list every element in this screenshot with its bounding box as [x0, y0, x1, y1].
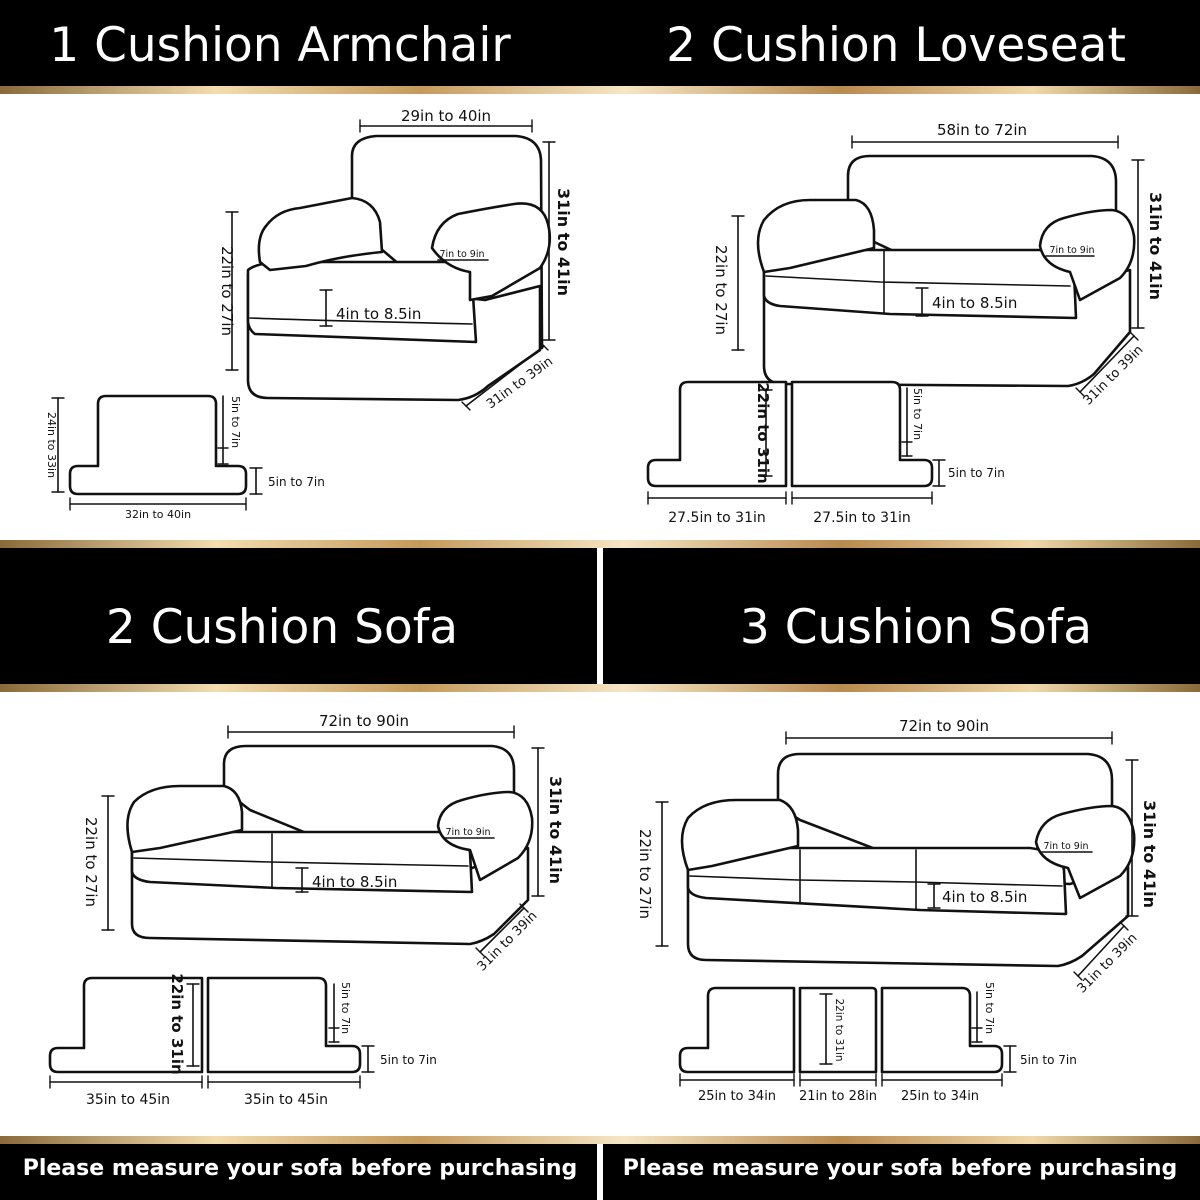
loveseat-segment-2-label: 27.5in to 31in [813, 510, 910, 526]
sofa2-width-label: 72in to 90in [319, 712, 409, 730]
gold-strip-middle-bottom [0, 684, 1200, 692]
sofa2-arm-height-label: 22in to 27in [82, 817, 100, 907]
armchair-pattern-shape [68, 394, 248, 496]
top-banner [0, 0, 1200, 86]
loveseat-cover-pattern [646, 380, 946, 505]
sofa3-dimensions [655, 731, 1139, 981]
sofa3-left-arm [680, 798, 800, 872]
sofa2-drawing [126, 744, 534, 946]
loveseat-flap-side-label: 5in to 7in [911, 388, 924, 440]
armchair-height-label: 31in to 41in [554, 188, 573, 296]
sofa2-segment-2-label: 35in to 45in [244, 1092, 328, 1108]
sofa2-cushion-label: 4in to 8.5in [312, 873, 397, 891]
armchair-arm-height-label: 22in to 27in [218, 246, 236, 336]
sofa3-segment-3-label: 25in to 34in [901, 1089, 979, 1104]
armchair-seat-depth-label: 24in to 33in [45, 412, 58, 478]
sofa2-segment-1-label: 35in to 45in [86, 1092, 170, 1108]
loveseat-flap-front-label: 5in to 7in [948, 466, 1005, 480]
sofa2-cover-pattern [48, 976, 375, 1089]
sofa3-flap-front-label: 5in to 7in [1020, 1053, 1077, 1067]
sofa3-seat-depth-label: 22in to 31in [833, 998, 845, 1061]
sofa3-flap-side-label: 5in to 7in [983, 982, 996, 1034]
gold-strip-middle-top [0, 540, 1200, 548]
armchair-cover-pattern [51, 394, 263, 511]
sofa3-segment-2-label: 21in to 28in [799, 1089, 877, 1104]
armchair-flap-side-label: 5in to 7in [229, 396, 242, 448]
loveseat-width-label: 58in to 72in [937, 121, 1027, 139]
panel-title-2-cushion-sofa: 2 Cushion Sofa [105, 600, 459, 655]
armchair-arm-label: 7in to 9in [440, 249, 485, 260]
gold-strip-bottom [0, 1136, 1200, 1144]
loveseat-right-arm [1038, 208, 1136, 302]
sofa2-height-label: 31in to 41in [546, 776, 565, 884]
sofa3-width-label: 72in to 90in [899, 717, 989, 735]
armchair-seat-width-label: 32in to 40in [125, 508, 191, 521]
armchair-cushion [246, 260, 478, 344]
sofa2-dimensions [101, 725, 545, 957]
sofa3-segment-1-label: 25in to 34in [698, 1089, 776, 1104]
panel-title-loveseat: 2 Cushion Loveseat [666, 18, 1126, 73]
sofa3-arm-label: 7in to 9in [1044, 841, 1089, 852]
loveseat-height-label: 31in to 41in [1146, 192, 1165, 300]
sofa2-left-arm [126, 784, 244, 854]
armchair-width-label: 29in to 40in [401, 107, 491, 125]
sofa2-arm-label: 7in to 9in [446, 827, 491, 838]
sofa2-flap-side-label: 5in to 7in [339, 982, 352, 1034]
armchair-right-arm [430, 202, 552, 302]
sofa3-cushion-label: 4in to 8.5in [942, 888, 1027, 906]
panel-title-3-cushion-sofa: 3 Cushion Sofa [739, 600, 1093, 655]
banner-separator [597, 548, 603, 684]
sofa3-pattern-right [880, 986, 1004, 1074]
loveseat-cushion-label: 4in to 8.5in [932, 294, 1017, 312]
sofa3-height-label: 31in to 41in [1140, 800, 1159, 908]
loveseat-seat-depth-label: 22in to 31in [754, 382, 772, 483]
footer-note-right: Please measure your sofa before purchasi… [622, 1156, 1178, 1181]
loveseat-arm-label: 7in to 9in [1050, 245, 1095, 256]
loveseat-pattern-right [790, 380, 934, 488]
loveseat-segment-1-label: 27.5in to 31in [668, 510, 765, 526]
footer-note-left: Please measure your sofa before purchasi… [22, 1156, 578, 1181]
sofa2-pattern-right [206, 976, 362, 1074]
sofa3-cover-pattern [678, 986, 1017, 1087]
loveseat-arm-height-label: 22in to 27in [712, 245, 730, 335]
sofa2-pattern-left [48, 976, 204, 1074]
armchair-flap-front-label: 5in to 7in [268, 475, 325, 489]
sofa3-drawing [680, 752, 1136, 968]
armchair-left-arm [257, 196, 384, 272]
loveseat-dimensions [731, 135, 1145, 397]
sofa2-right-arm [436, 790, 534, 882]
footer-separator [597, 1144, 603, 1200]
sofa2-flap-front-label: 5in to 7in [380, 1053, 437, 1067]
sofa3-pattern-middle [798, 986, 878, 1074]
loveseat-left-arm [756, 198, 876, 274]
loveseat-pattern-left [646, 380, 788, 488]
armchair-cushion-label: 4in to 8.5in [336, 305, 421, 323]
loveseat-drawing [756, 154, 1136, 388]
panel-title-armchair: 1 Cushion Armchair [49, 18, 511, 73]
sofa3-arm-height-label: 22in to 27in [636, 829, 654, 919]
armchair-dimensions [225, 119, 556, 411]
gold-strip-top [0, 86, 1200, 94]
armchair-drawing [246, 134, 552, 402]
armchair-front-skirt-line [249, 317, 473, 325]
sofa2-seat-depth-label: 22in to 31in [168, 973, 186, 1074]
sofa3-pattern-left [678, 986, 796, 1074]
